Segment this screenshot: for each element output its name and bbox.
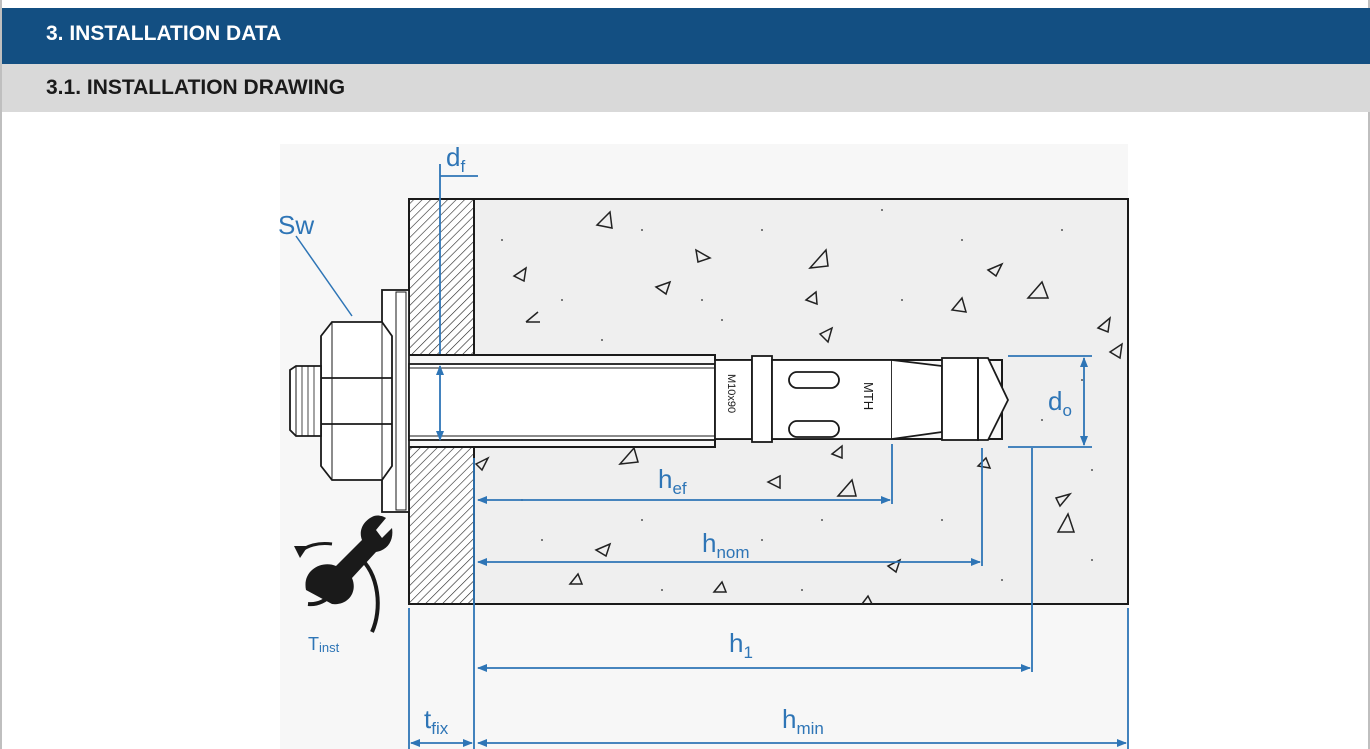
dimension-lines	[295, 164, 1129, 749]
h1-label: h1	[729, 628, 753, 662]
df-label: df	[446, 142, 465, 176]
tinst-label: Tinst	[308, 634, 340, 655]
fixture-plate	[408, 198, 475, 605]
bolt-marking-size: M10x90	[725, 374, 737, 413]
anchor-bolt	[289, 289, 1010, 513]
section-title: 3. INSTALLATION DATA	[46, 22, 282, 45]
hef-label: hef	[658, 464, 687, 498]
subsection-header: 3.1. INSTALLATION DRAWING	[2, 64, 1370, 112]
aggregate-dots	[501, 209, 1093, 591]
tfix-label: tfix	[424, 704, 449, 738]
do-label: do	[1048, 386, 1072, 420]
bolt-marking-type: MTH	[861, 382, 876, 410]
subsection-title: 3.1. INSTALLATION DRAWING	[46, 76, 346, 99]
hmin-label: hmin	[782, 704, 824, 738]
sw-label: Sw	[278, 210, 314, 240]
section-header: 3. INSTALLATION DATA	[2, 8, 1370, 64]
torque-wrench-icon	[294, 515, 393, 633]
hnom-label: hnom	[702, 528, 750, 562]
